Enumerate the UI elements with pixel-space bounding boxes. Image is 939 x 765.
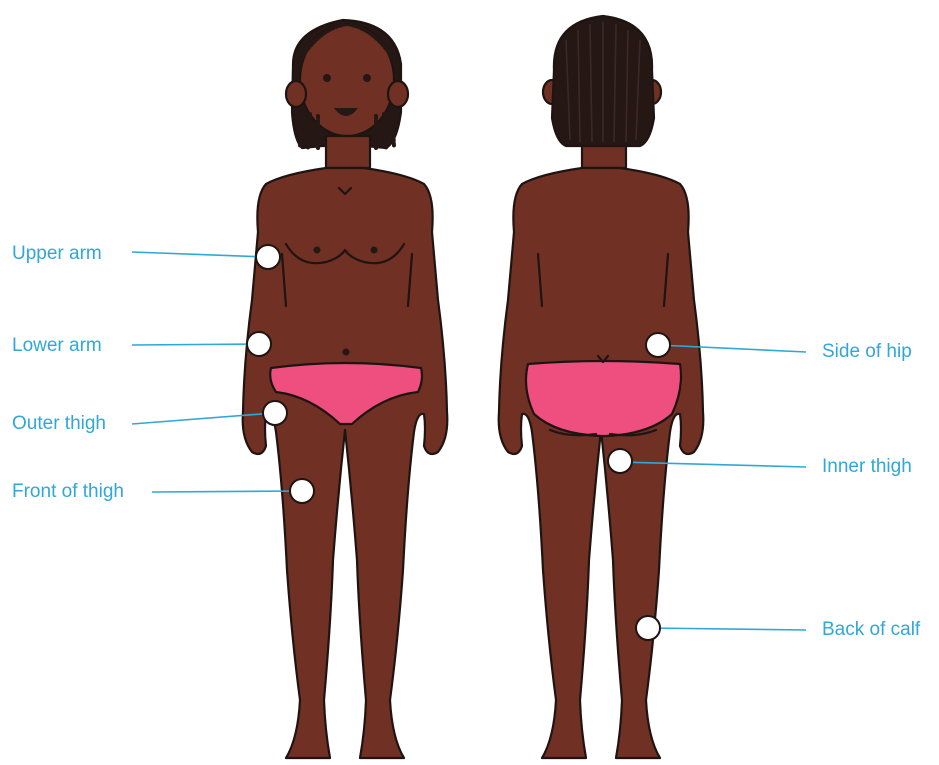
- label-outer-thigh: Outer thigh: [12, 413, 106, 435]
- back-figure: [499, 16, 704, 758]
- leader-lines: [132, 252, 806, 630]
- marker-upper-arm[interactable]: [256, 245, 280, 269]
- label-back-of-calf: Back of calf: [822, 619, 920, 641]
- front-eye-left: [323, 74, 331, 82]
- front-ear-left: [286, 81, 306, 107]
- label-upper-arm: Upper arm: [12, 243, 102, 265]
- leader-back-of-calf: [648, 628, 806, 630]
- label-front-of-thigh: Front of thigh: [12, 481, 124, 503]
- label-side-of-hip: Side of hip: [822, 341, 912, 363]
- marker-side-of-hip[interactable]: [646, 333, 670, 357]
- marker-front-of-thigh[interactable]: [290, 479, 314, 503]
- front-neck: [326, 136, 370, 168]
- front-eye-right: [363, 74, 371, 82]
- marker-outer-thigh[interactable]: [263, 401, 287, 425]
- marker-back-of-calf[interactable]: [636, 616, 660, 640]
- label-inner-thigh: Inner thigh: [822, 456, 912, 478]
- front-ear-right: [388, 81, 408, 107]
- front-figure: [243, 20, 448, 758]
- marker-lower-arm[interactable]: [247, 332, 271, 356]
- label-lower-arm: Lower arm: [12, 335, 102, 357]
- front-nipple-right: [371, 247, 378, 254]
- marker-inner-thigh[interactable]: [608, 449, 632, 473]
- leader-upper-arm: [132, 252, 268, 257]
- front-nipple-left: [314, 247, 321, 254]
- back-underwear: [526, 361, 681, 436]
- front-navel: [343, 349, 350, 356]
- leader-front-of-thigh: [152, 491, 302, 492]
- leader-lower-arm: [132, 344, 259, 345]
